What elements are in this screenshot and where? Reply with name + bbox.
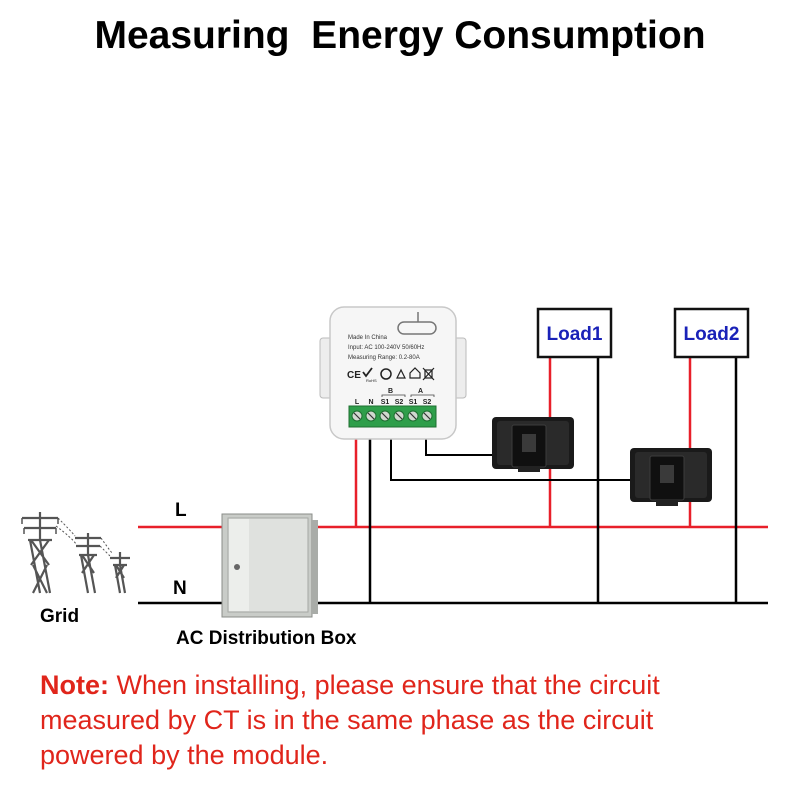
load2-label: Load2 [684,324,740,345]
grid-label: Grid [40,606,79,627]
note-prefix: Note: [40,670,109,700]
terminal-label-a-s1: S1 [409,399,418,406]
terminal-label-n: N [368,399,373,406]
module-made-in: Made In China [348,335,388,341]
terminal-label-b-s2: S2 [395,399,404,406]
ac-distribution-box [221,513,318,618]
ct-clamp-icon [492,417,574,472]
terminal-label-b-s1: S1 [381,399,390,406]
energy-meter-module: Made In China Input: AC 100-240V 50/60Hz… [319,306,467,440]
load1-label: Load1 [547,324,603,345]
circle-mark-icon [380,368,392,380]
line-l-label: L [175,500,187,521]
distribution-box-label: AC Distribution Box [176,628,357,649]
load2-box: Load2 [673,307,750,359]
module-measuring-range: Measuring Range: 0.2-80A [348,355,420,361]
ct-clamp-icon [630,448,712,506]
installation-note: Note: When installing, please ensure tha… [40,668,760,773]
page-title: Measuring Energy Consumption [94,14,706,57]
wheelie-bin-icon [422,367,435,381]
module-input-rating: Input: AC 100-240V 50/60Hz [348,345,424,351]
terminal-label-a-s2: S2 [423,399,432,406]
line-n-label: N [173,578,187,599]
ct-group-b-label: B [388,388,393,395]
note-text: When installing, please ensure that the … [40,670,660,770]
house-icon [409,367,421,379]
ct-group-a-label: A [418,388,423,395]
recycle-icon [396,368,406,379]
power-tower-icon [21,512,130,594]
terminal-label-l: L [355,399,360,406]
rohs-mark: RoHS [366,378,377,383]
load1-box: Load1 [536,307,613,359]
ce-mark-icon: CE [347,370,361,381]
